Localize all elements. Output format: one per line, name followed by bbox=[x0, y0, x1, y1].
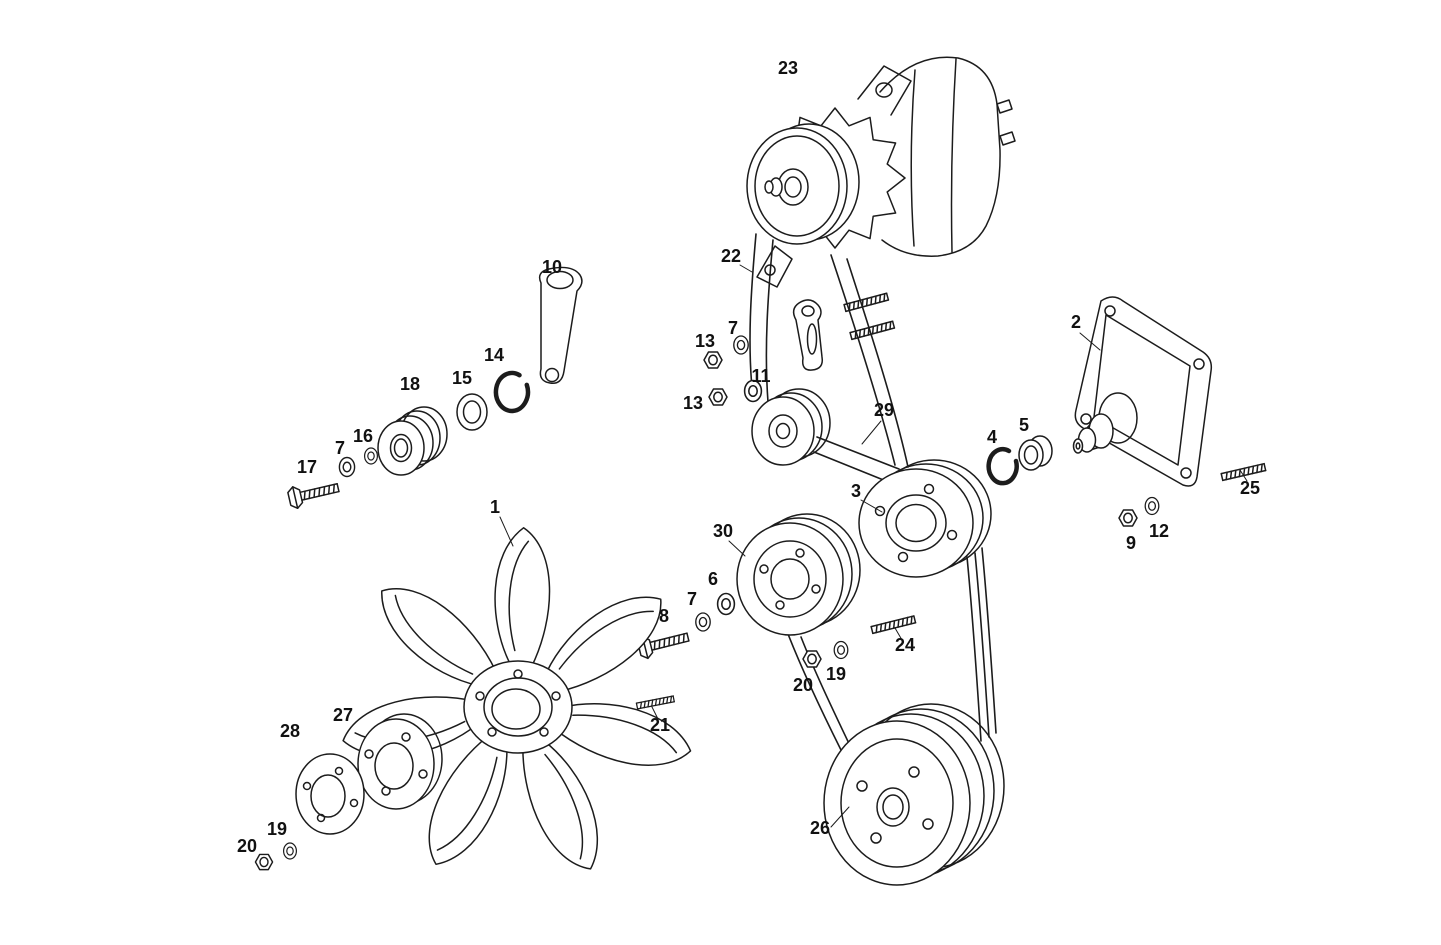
bolt-17 bbox=[286, 476, 342, 511]
callout-14: 14 bbox=[484, 345, 504, 365]
callout-19-a: 19 bbox=[826, 664, 846, 684]
callout-11: 11 bbox=[751, 366, 770, 386]
alternator-pulley bbox=[746, 127, 848, 245]
callout-5: 5 bbox=[1019, 415, 1029, 435]
callout-3: 3 bbox=[851, 481, 861, 501]
callout-16: 16 bbox=[353, 426, 373, 446]
washer-7-lower bbox=[695, 612, 711, 632]
snap-ring-14 bbox=[493, 370, 531, 414]
callout-20-b: 20 bbox=[237, 836, 257, 856]
nut-20-right bbox=[802, 650, 822, 668]
snap-ring-4 bbox=[986, 446, 1019, 486]
callout-24: 24 bbox=[895, 635, 915, 655]
washer-16 bbox=[364, 447, 378, 465]
small-pulley bbox=[751, 388, 831, 466]
callout-27: 27 bbox=[333, 705, 353, 725]
washer-19-right bbox=[833, 640, 849, 660]
callout-2: 2 bbox=[1071, 312, 1081, 332]
stud-24 bbox=[870, 615, 917, 635]
leader-lines bbox=[499, 264, 1248, 828]
gasket-plate-28 bbox=[295, 753, 365, 835]
spacer-5 bbox=[1018, 435, 1053, 471]
callout-18: 18 bbox=[400, 374, 420, 394]
spacer-ring-15 bbox=[456, 393, 488, 431]
callout-17: 17 bbox=[297, 457, 317, 477]
nut-20-left bbox=[254, 853, 274, 871]
drive-belts bbox=[749, 233, 997, 753]
callout-7-a: 7 bbox=[728, 318, 738, 338]
callout-12: 12 bbox=[1149, 521, 1169, 541]
washer-19-left bbox=[283, 842, 297, 860]
callout-29: 29 bbox=[874, 400, 894, 420]
callout-9: 9 bbox=[1126, 533, 1136, 553]
callout-20-a: 20 bbox=[793, 675, 813, 695]
water-pump bbox=[1072, 296, 1213, 487]
flange-plate-27 bbox=[357, 713, 443, 810]
alternator bbox=[746, 56, 1016, 288]
callout-19-b: 19 bbox=[267, 819, 287, 839]
grooved-hub-18 bbox=[377, 406, 448, 476]
callout-7-b: 7 bbox=[335, 438, 345, 458]
cooling-fan bbox=[337, 525, 699, 881]
callout-28: 28 bbox=[280, 721, 300, 741]
nut-13-lower bbox=[708, 388, 728, 406]
nut-9 bbox=[1118, 509, 1138, 527]
callout-21: 21 bbox=[650, 715, 670, 735]
callout-15: 15 bbox=[452, 368, 472, 388]
bracket-arm bbox=[538, 266, 583, 384]
callout-4: 4 bbox=[987, 427, 997, 447]
callout-23: 23 bbox=[778, 58, 798, 78]
callout-30: 30 bbox=[713, 521, 733, 541]
callout-7-c: 7 bbox=[687, 589, 697, 609]
washer-6 bbox=[716, 592, 736, 616]
adjusting-link bbox=[792, 299, 824, 371]
crank-pulley-26 bbox=[823, 703, 1005, 886]
washer-12 bbox=[1144, 496, 1160, 516]
callout-13-a: 13 bbox=[695, 331, 715, 351]
callout-26: 26 bbox=[810, 818, 830, 838]
hub-pulley-30 bbox=[736, 513, 861, 636]
callouts: 23 22 10 2 7 13 14 11 15 18 13 29 5 16 4… bbox=[237, 58, 1260, 856]
callout-22: 22 bbox=[721, 246, 741, 266]
callout-6: 6 bbox=[708, 569, 718, 589]
nut-13-upper bbox=[703, 351, 723, 369]
plate-fasteners bbox=[254, 842, 297, 871]
washer-7-left bbox=[338, 456, 356, 478]
stud-21 bbox=[635, 695, 675, 710]
callout-1: 1 bbox=[490, 497, 500, 517]
washer-7-upper bbox=[733, 335, 749, 355]
callout-25: 25 bbox=[1240, 478, 1260, 498]
callout-13-b: 13 bbox=[683, 393, 703, 413]
callout-10: 10 bbox=[542, 257, 562, 277]
pump-pulley-3 bbox=[858, 459, 992, 578]
callout-8: 8 bbox=[659, 606, 669, 626]
